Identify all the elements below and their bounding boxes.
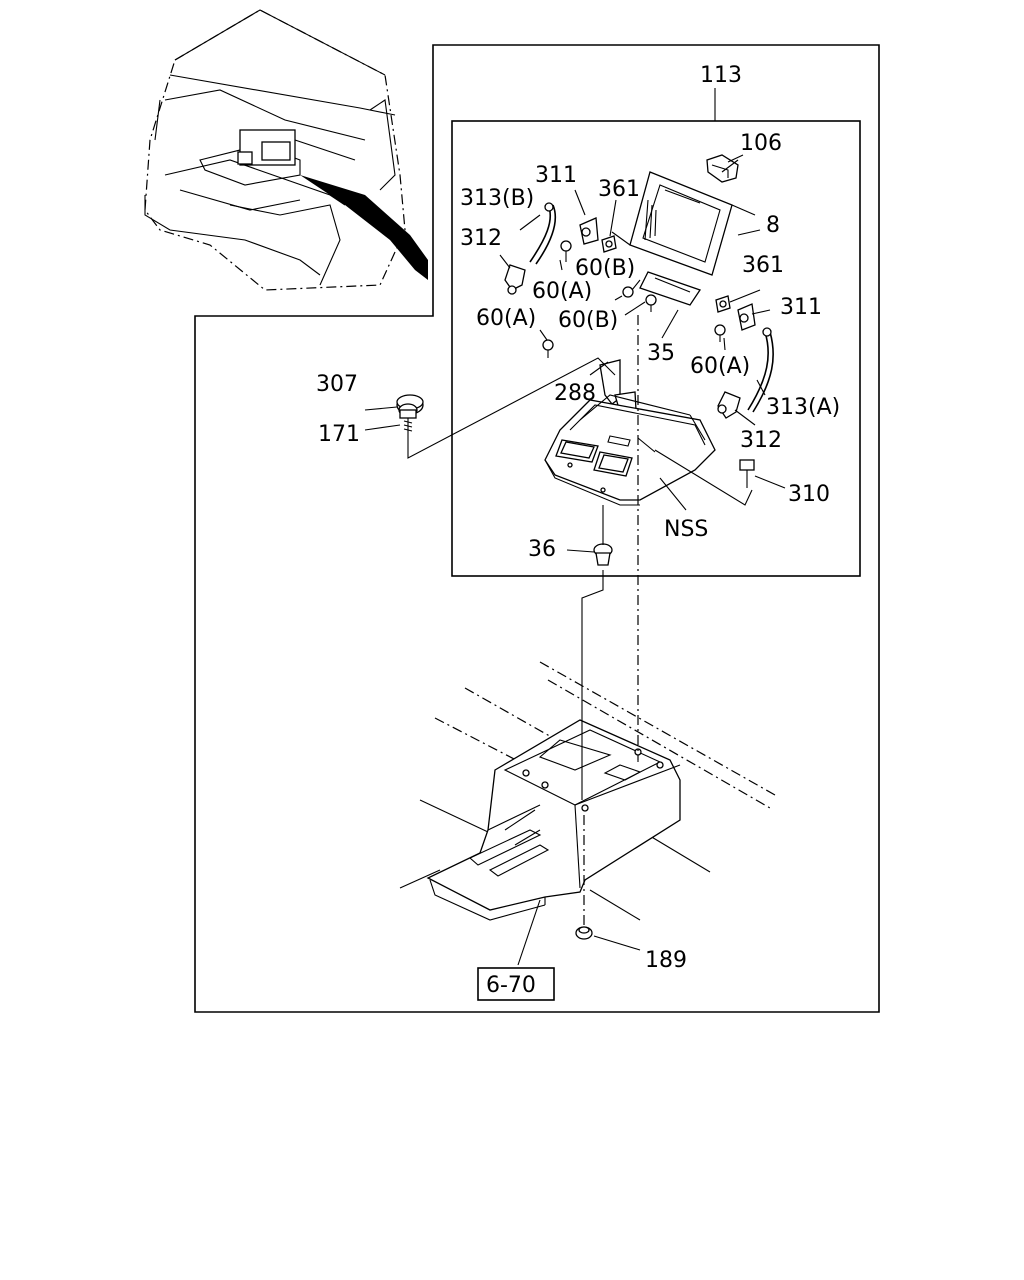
- part-312b-clip: [717, 391, 741, 419]
- part-60a-screw-left: [560, 240, 572, 262]
- label-311-lower: 311: [780, 295, 822, 320]
- label-311-upper: 311: [535, 163, 577, 188]
- label-nss: NSS: [664, 517, 708, 542]
- reference-6-70: 6-70: [477, 967, 555, 1001]
- inner-frame-113: [451, 120, 861, 577]
- part-36-grommet: [593, 540, 613, 566]
- part-106-clip: [706, 154, 739, 183]
- label-60a-upper: 60(A): [532, 279, 592, 304]
- part-311b-clip: [737, 303, 756, 331]
- part-8-panel: [611, 171, 756, 276]
- label-60a-right: 60(A): [690, 354, 750, 379]
- part-310-screw: [739, 459, 755, 488]
- label-60b-upper: 60(B): [575, 256, 635, 281]
- label-312-upper: 312: [460, 226, 502, 251]
- label-189: 189: [645, 948, 687, 973]
- floor-base-unit: [399, 661, 776, 921]
- part-313b-strap: [529, 202, 557, 265]
- label-8: 8: [766, 213, 780, 238]
- label-361-lower: 361: [742, 253, 784, 278]
- part-60a-screw-right: [714, 324, 726, 342]
- part-312a-clip: [504, 264, 526, 295]
- label-171: 171: [318, 422, 360, 447]
- console-nss: [544, 394, 716, 506]
- part-labels: 113 106 311 361 313(B) 8 312 60(B) 361 6…: [316, 63, 840, 973]
- label-307: 307: [316, 372, 358, 397]
- outer-frame: [194, 44, 880, 1013]
- label-312-lower: 312: [740, 428, 782, 453]
- part-35-bracket: [639, 271, 702, 306]
- vehicle-cab-thumbnail: [144, 9, 428, 291]
- label-113: 113: [700, 63, 742, 88]
- label-ref-6-70: 6-70: [486, 973, 536, 998]
- part-60b-screw-a: [614, 286, 634, 301]
- part-361b-nut: [715, 295, 731, 313]
- label-60b-lower: 60(B): [558, 308, 618, 333]
- part-361a-nut: [601, 235, 617, 253]
- label-310: 310: [788, 482, 830, 507]
- part-313a-strap: [747, 327, 774, 413]
- label-36: 36: [528, 537, 556, 562]
- label-288: 288: [554, 381, 596, 406]
- label-313b: 313(B): [460, 186, 534, 211]
- part-60a-screw-lower: [542, 339, 554, 358]
- label-361-upper: 361: [598, 177, 640, 202]
- label-106: 106: [740, 131, 782, 156]
- part-60b-screw-b: [645, 294, 657, 312]
- leader-lines: [364, 154, 786, 966]
- alignment-lines: [581, 315, 639, 925]
- label-313a: 313(A): [766, 395, 840, 420]
- part-171-bolt: [398, 403, 418, 433]
- label-35: 35: [647, 341, 675, 366]
- part-189-nut: [575, 926, 593, 940]
- label-60a-left: 60(A): [476, 306, 536, 331]
- part-311a-clip: [579, 217, 599, 245]
